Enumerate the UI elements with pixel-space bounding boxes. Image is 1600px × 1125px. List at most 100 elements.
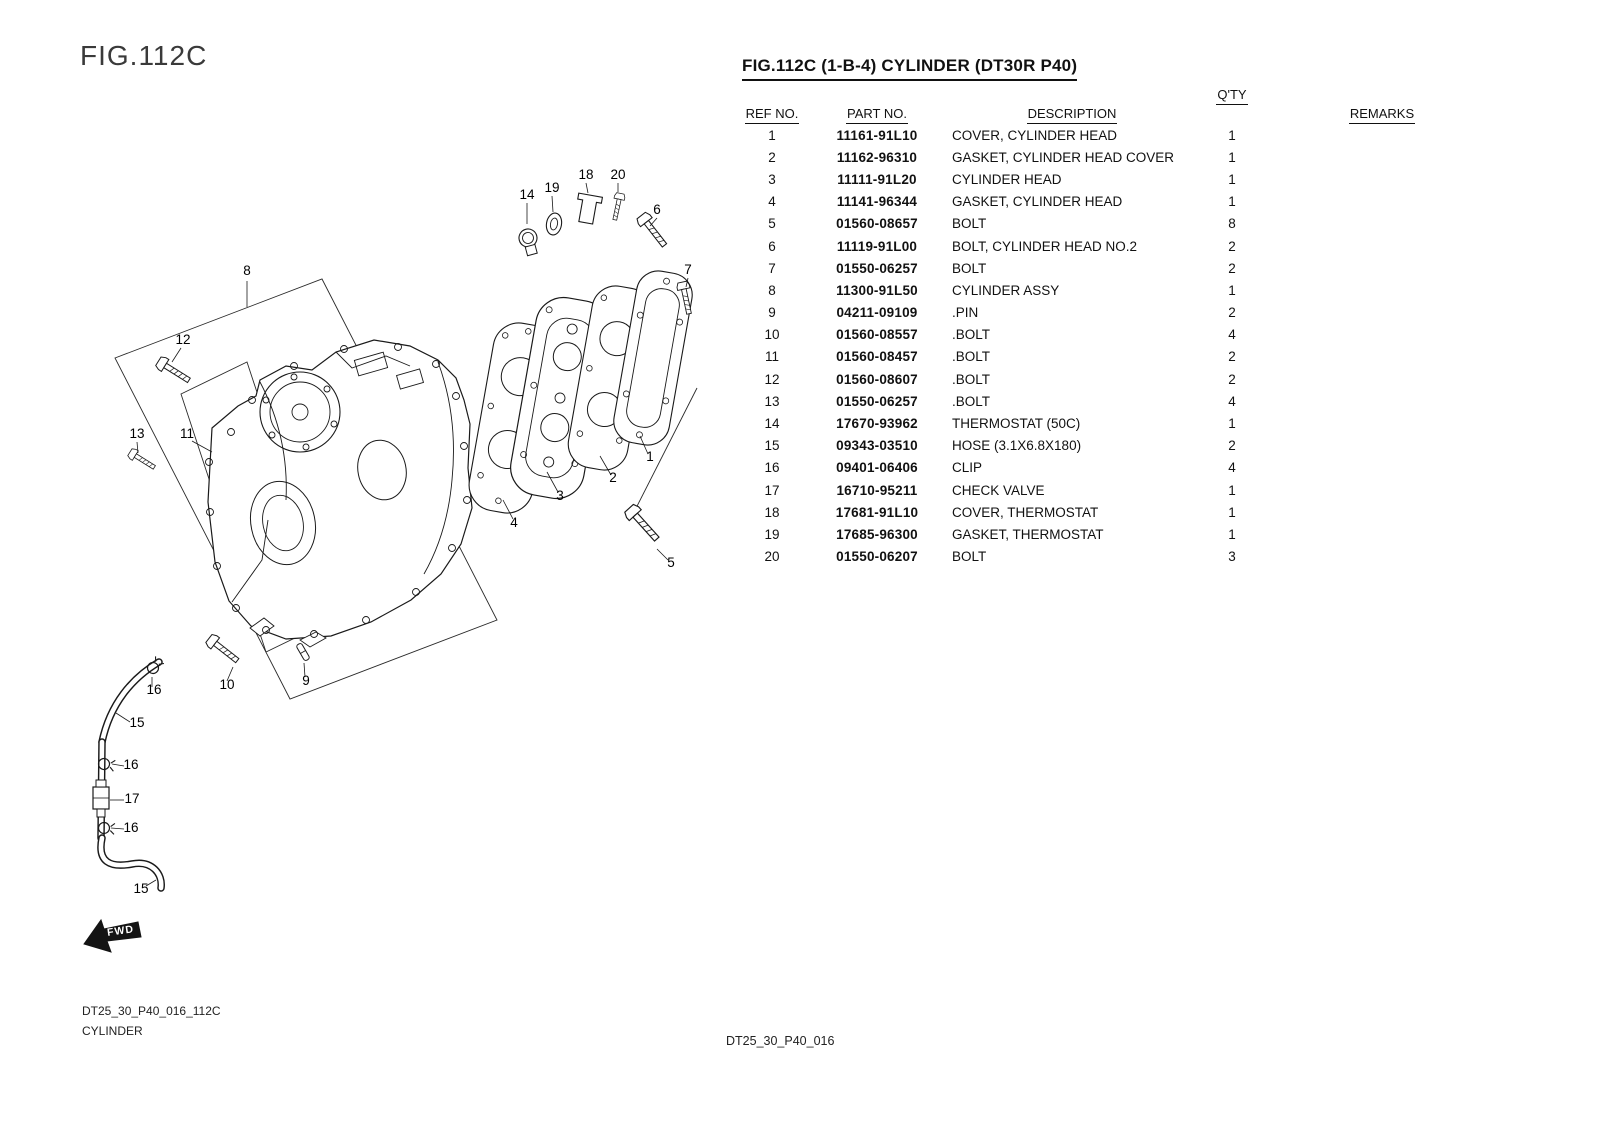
bolt-20 bbox=[609, 191, 626, 222]
table-row: 7 01550-06257 BOLT 2 bbox=[742, 257, 1492, 279]
cell-ref-no: 9 bbox=[768, 305, 776, 321]
cell-remarks bbox=[1272, 257, 1492, 279]
cell-part-no: 01560-08607 bbox=[836, 371, 918, 387]
cell-remarks bbox=[1272, 501, 1492, 523]
table-row: 3 11111-91L20 CYLINDER HEAD 1 bbox=[742, 168, 1492, 190]
table-row: 13 01550-06257 .BOLT 4 bbox=[742, 390, 1492, 412]
leader-lines bbox=[110, 182, 689, 887]
cylinder-block bbox=[205, 339, 473, 648]
exploded-diagram: FWD 14 19 18 20 6 8 12 7 13 11 1 2 3 4 5… bbox=[83, 167, 698, 953]
cell-ref-no: 1 bbox=[768, 127, 776, 143]
footer-left: DT25_30_P40_016_112C CYLINDER bbox=[82, 1001, 221, 1041]
table-row: 8 11300-91L50 CYLINDER ASSY 1 bbox=[742, 279, 1492, 301]
cell-description: GASKET, CYLINDER HEAD COVER bbox=[952, 149, 1175, 165]
cell-description: THERMOSTAT (50C) bbox=[952, 416, 1081, 432]
table-row: 17 16710-95211 CHECK VALVE 1 bbox=[742, 479, 1492, 501]
cell-part-no: 11119-91L00 bbox=[836, 238, 918, 254]
head-cover-plate bbox=[613, 270, 693, 446]
fwd-arrow: FWD bbox=[83, 918, 142, 953]
cell-part-no: 11111-91L20 bbox=[837, 171, 917, 187]
cell-part-no: 16710-95211 bbox=[836, 482, 918, 498]
callout-11: 11 bbox=[180, 426, 194, 441]
table-row: 1 11161-91L10 COVER, CYLINDER HEAD 1 bbox=[742, 124, 1492, 146]
cell-remarks bbox=[1272, 235, 1492, 257]
cell-remarks bbox=[1272, 146, 1492, 168]
cell-description: .BOLT bbox=[952, 349, 991, 365]
cell-qty: 2 bbox=[1228, 371, 1236, 387]
cell-remarks bbox=[1272, 302, 1492, 324]
cell-qty: 3 bbox=[1228, 549, 1236, 565]
cell-ref-no: 16 bbox=[764, 460, 780, 476]
callout-16b: 16 bbox=[123, 757, 138, 772]
table-title: FIG.112C (1-B-4) CYLINDER (DT30R P40) bbox=[742, 56, 1078, 81]
cell-qty: 2 bbox=[1228, 438, 1236, 454]
col-header-part: PART NO. bbox=[846, 106, 908, 124]
cell-part-no: 17681-91L10 bbox=[835, 504, 919, 520]
cell-qty: 1 bbox=[1228, 127, 1236, 143]
cell-description: COVER, THERMOSTAT bbox=[952, 504, 1099, 520]
col-header-ref: REF NO. bbox=[744, 106, 800, 124]
callout-14: 14 bbox=[519, 187, 535, 202]
table-row: 11 01560-08457 .BOLT 2 bbox=[742, 346, 1492, 368]
cell-ref-no: 2 bbox=[768, 149, 776, 165]
callout-15a: 15 bbox=[129, 715, 144, 730]
cell-ref-no: 3 bbox=[768, 171, 776, 187]
bolt-5 bbox=[622, 502, 664, 546]
cell-remarks bbox=[1272, 546, 1492, 568]
cell-part-no: 11161-91L10 bbox=[836, 127, 918, 143]
bolt-13 bbox=[126, 447, 158, 473]
table-row: 14 17670-93962 THERMOSTAT (50C) 1 bbox=[742, 412, 1492, 434]
cell-qty: 4 bbox=[1228, 460, 1236, 476]
parts-table-section: FIG.112C (1-B-4) CYLINDER (DT30R P40) Q'… bbox=[742, 56, 1494, 568]
cell-ref-no: 12 bbox=[764, 371, 780, 387]
cell-remarks bbox=[1272, 412, 1492, 434]
cell-ref-no: 17 bbox=[764, 482, 780, 498]
table-row: 10 01560-08557 .BOLT 4 bbox=[742, 324, 1492, 346]
callout-5: 5 bbox=[667, 555, 675, 570]
cell-qty: 2 bbox=[1228, 238, 1236, 254]
callout-1: 1 bbox=[646, 449, 654, 464]
table-row: 15 09343-03510 HOSE (3.1X6.8X180) 2 bbox=[742, 435, 1492, 457]
cell-remarks bbox=[1272, 213, 1492, 235]
cell-ref-no: 8 bbox=[768, 282, 776, 298]
cell-ref-no: 6 bbox=[768, 238, 776, 254]
cell-remarks bbox=[1272, 168, 1492, 190]
cell-ref-no: 15 bbox=[764, 438, 780, 454]
cell-remarks bbox=[1272, 368, 1492, 390]
cell-description: GASKET, CYLINDER HEAD bbox=[952, 194, 1123, 210]
cell-qty: 1 bbox=[1228, 149, 1236, 165]
cell-remarks bbox=[1272, 435, 1492, 457]
cell-qty: 1 bbox=[1228, 504, 1236, 520]
callout-19: 19 bbox=[544, 180, 559, 195]
cell-qty: 1 bbox=[1228, 282, 1236, 298]
cell-qty: 4 bbox=[1228, 393, 1236, 409]
cell-qty: 1 bbox=[1228, 171, 1236, 187]
cell-description: BOLT, CYLINDER HEAD NO.2 bbox=[952, 238, 1138, 254]
cell-remarks bbox=[1272, 523, 1492, 545]
cell-ref-no: 7 bbox=[768, 260, 776, 276]
callout-15b: 15 bbox=[133, 881, 148, 896]
callout-16a: 16 bbox=[146, 682, 161, 697]
table-row: 2 11162-96310 GASKET, CYLINDER HEAD COVE… bbox=[742, 146, 1492, 168]
cell-description: .PIN bbox=[952, 305, 979, 321]
footer-section-name: CYLINDER bbox=[82, 1024, 143, 1038]
cell-ref-no: 18 bbox=[764, 504, 780, 520]
cell-part-no: 04211-09109 bbox=[836, 305, 918, 321]
callout-17: 17 bbox=[124, 791, 139, 806]
table-row: 20 01550-06207 BOLT 3 bbox=[742, 546, 1492, 568]
cell-description: CHECK VALVE bbox=[952, 482, 1045, 498]
table-row: 18 17681-91L10 COVER, THERMOSTAT 1 bbox=[742, 501, 1492, 523]
pin-9 bbox=[296, 643, 310, 661]
fwd-label: FWD bbox=[106, 923, 134, 939]
cell-description: .BOLT bbox=[952, 393, 991, 409]
cell-remarks bbox=[1272, 390, 1492, 412]
cell-remarks bbox=[1272, 124, 1492, 146]
cell-description: HOSE (3.1X6.8X180) bbox=[952, 438, 1082, 454]
cell-part-no: 01560-08457 bbox=[836, 349, 918, 365]
cell-qty: 1 bbox=[1228, 526, 1236, 542]
bolt-10 bbox=[204, 632, 243, 667]
cell-qty: 2 bbox=[1228, 305, 1236, 321]
cell-qty: 8 bbox=[1228, 216, 1236, 232]
check-valve-17 bbox=[92, 779, 110, 818]
col-header-desc: DESCRIPTION bbox=[1026, 106, 1118, 124]
